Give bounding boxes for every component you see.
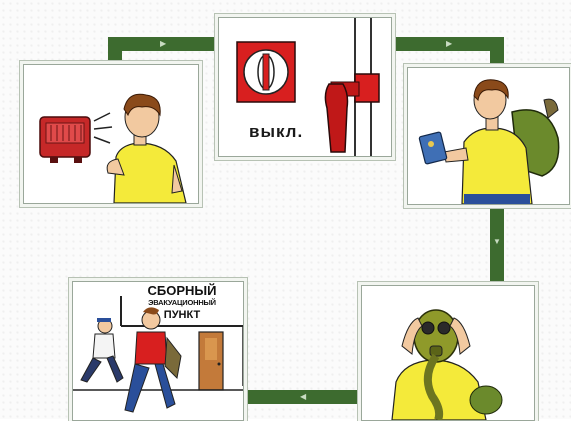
- assembly-sign-line2: ЭВАКУАЦИОННЫЙ: [121, 299, 243, 307]
- panel-heater: [23, 64, 199, 204]
- switch-off-label: выкл.: [249, 122, 303, 142]
- track-arrow-4: ◀: [300, 393, 306, 401]
- assembly-sign-line3: ПУНКТ: [121, 310, 243, 321]
- track-arrow-2: ▶: [446, 40, 452, 48]
- track-right-drop: [490, 37, 504, 71]
- panel-switch: выкл.: [218, 17, 392, 157]
- documents-scene-illustration: [408, 68, 569, 204]
- track-top-right: [386, 37, 500, 51]
- track-arrow-1: ▶: [160, 40, 166, 48]
- track-arrow-3: ▼: [493, 238, 501, 246]
- track-left-drop: [108, 37, 122, 67]
- panel-assembly-point: СБОРНЫЙ ЭВАКУАЦИОННЫЙ ПУНКТ: [72, 281, 244, 421]
- switch-scene-illustration: [219, 18, 391, 156]
- panel-gas-mask: [361, 285, 535, 421]
- assembly-point-sign: СБОРНЫЙ ЭВАКУАЦИОННЫЙ ПУНКТ: [121, 284, 243, 321]
- panel-documents: [407, 67, 570, 205]
- heater-scene-illustration: [24, 65, 198, 203]
- assembly-sign-line1: СБОРНЫЙ: [121, 284, 243, 297]
- gas-mask-scene-illustration: [362, 286, 534, 420]
